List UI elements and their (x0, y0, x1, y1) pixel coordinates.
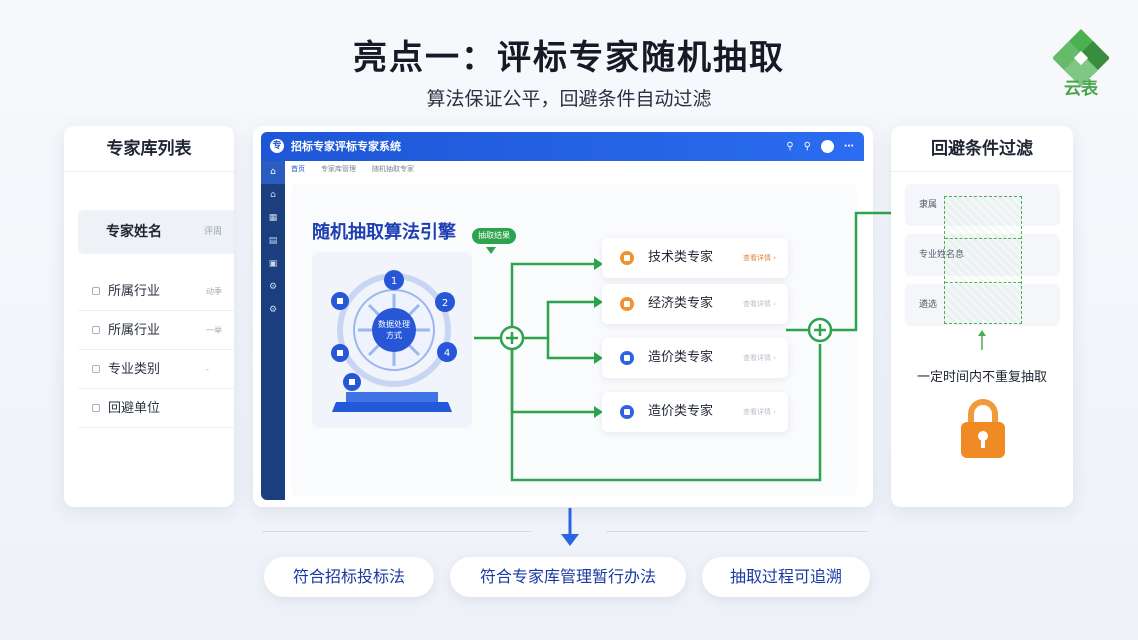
notification-icon[interactable]: ⚲ (803, 141, 811, 152)
header-actions: ⚲ ⚲ ⋯ (786, 132, 854, 161)
filter-label: 遴选 (919, 300, 938, 310)
divider (262, 531, 532, 532)
avatar[interactable] (821, 140, 834, 153)
home-icon[interactable]: ⌂ (261, 161, 285, 184)
chart-icon[interactable]: ▣ (268, 259, 278, 269)
page-title: 亮点一：评标专家随机抽取 (353, 38, 785, 78)
expert-list-title: 专家库列表 (64, 126, 234, 172)
badge-arrow-icon (486, 247, 496, 254)
expert-name: 技术类专家 (648, 250, 714, 265)
app-title: 招标专家评标专家系统 (291, 140, 401, 153)
home-icon[interactable]: ⌂ (270, 190, 276, 200)
engine-title: 随机抽取算法引擎 (312, 222, 456, 243)
calculator-icon (620, 405, 634, 419)
search-icon[interactable]: ⚲ (786, 141, 794, 152)
field-note: 动季 (206, 287, 222, 296)
breadcrumb-item[interactable]: 专家库管理 (321, 165, 356, 173)
tool-icon (620, 251, 634, 265)
app-header: 专 招标专家评标专家系统 ⚲ ⚲ ⋯ (261, 132, 864, 161)
brand-logo-icon (1053, 29, 1109, 87)
breadcrumb-item[interactable]: 随机抽取专家 (372, 165, 414, 173)
expert-field-list: 所属行业 动季 所属行业 一举 专业类别 - 回避单位 (78, 272, 234, 428)
expert-card[interactable]: 造价类专家 查看详情 › (602, 392, 788, 432)
expert-name-tag: 评周 (204, 227, 223, 237)
field-item[interactable]: 所属行业 动季 (78, 272, 234, 311)
arrow-up-icon (978, 330, 986, 350)
lock-icon (961, 399, 1005, 458)
brand-logo-text: 云表 (1064, 79, 1098, 99)
expert-card[interactable]: 技术类专家 查看详情 › (602, 238, 788, 278)
field-label: 专业类别 (108, 362, 161, 377)
app-sidebar: ⌂ ⌂ ▦ ▤ ▣ ⚙ ⚙ (261, 161, 285, 500)
svg-text:1: 1 (391, 276, 397, 287)
svg-text:方式: 方式 (386, 330, 402, 340)
svg-text:4: 4 (444, 348, 450, 359)
more-icon[interactable]: ⋯ (844, 141, 854, 152)
app-logo-icon: 专 (270, 139, 284, 153)
expert-name-header[interactable]: 专家姓名 评周 (78, 210, 234, 254)
expert-name: 造价类专家 (648, 350, 714, 365)
expert-detail-link[interactable]: 查看详情 › (742, 408, 776, 416)
checkbox-icon[interactable] (92, 287, 100, 295)
compliance-pill: 符合专家库管理暂行办法 (450, 557, 686, 597)
expert-detail-link[interactable]: 查看详情 › (742, 354, 776, 362)
engine-illustration: 数据处理 方式 1 2 4 (312, 252, 472, 428)
field-note: - (206, 365, 209, 374)
expert-card[interactable]: 经济类专家 查看详情 › (602, 284, 788, 324)
expert-detail-link[interactable]: 查看详情 › (742, 254, 776, 262)
filter-label: 专业姓名息 (919, 250, 965, 260)
avoidance-filter-title: 回避条件过滤 (891, 126, 1073, 172)
page-subtitle: 算法保证公平，回避条件自动过滤 (426, 88, 712, 110)
settings-icon[interactable]: ⚙ (268, 305, 278, 315)
compliance-pill: 符合招标投标法 (264, 557, 434, 597)
field-item[interactable]: 所属行业 一举 (78, 311, 234, 350)
list-icon[interactable]: ▦ (268, 213, 278, 223)
avoidance-filter-panel: 回避条件过滤 隶属 专业姓名息 遴选 一定时间内不重复抽取 (891, 126, 1073, 507)
field-label: 所属行业 (108, 284, 161, 299)
doc-icon[interactable]: ▤ (268, 236, 278, 246)
wheel-center-label: 数据处理 (378, 319, 410, 329)
field-label: 回避单位 (108, 401, 161, 416)
divider (606, 531, 868, 532)
expert-list-panel: 专家库列表 专家姓名 评周 所属行业 动季 所属行业 一举 专业类别 - 回避单… (64, 126, 234, 507)
field-label: 所属行业 (108, 323, 161, 338)
filter-row[interactable]: 遴选 (905, 284, 1060, 326)
expert-name: 经济类专家 (648, 296, 714, 311)
lottery-wheel-icon: 数据处理 方式 1 2 4 (331, 270, 457, 412)
checkbox-icon[interactable] (92, 365, 100, 373)
filter-label: 隶属 (919, 200, 938, 210)
settings-icon[interactable]: ⚙ (268, 282, 278, 292)
filter-row[interactable]: 专业姓名息 (905, 234, 1060, 276)
no-repeat-label: 一定时间内不重复抽取 (916, 370, 1047, 385)
breadcrumb-item[interactable]: 首页 (291, 165, 305, 173)
field-note: 一举 (206, 326, 222, 335)
expert-detail-link[interactable]: 查看详情 › (742, 300, 776, 308)
briefcase-icon (620, 297, 634, 311)
filter-row[interactable]: 隶属 (905, 184, 1060, 226)
result-badge: 抽取结果 (472, 228, 516, 244)
field-item[interactable]: 专业类别 - (78, 350, 234, 389)
expert-name-label: 专家姓名 (106, 224, 162, 240)
expert-card[interactable]: 造价类专家 查看详情 › (602, 338, 788, 378)
breadcrumb: 首页 专家库管理 随机抽取专家 (291, 164, 414, 178)
expert-name: 造价类专家 (648, 404, 714, 419)
calculator-icon (620, 351, 634, 365)
checkbox-icon[interactable] (92, 404, 100, 412)
arrow-down-icon (561, 508, 579, 546)
field-item[interactable]: 回避单位 (78, 389, 234, 428)
checkbox-icon[interactable] (92, 326, 100, 334)
filter-zone (944, 196, 1022, 324)
svg-text:2: 2 (442, 298, 448, 309)
compliance-pill: 抽取过程可追溯 (702, 557, 870, 597)
